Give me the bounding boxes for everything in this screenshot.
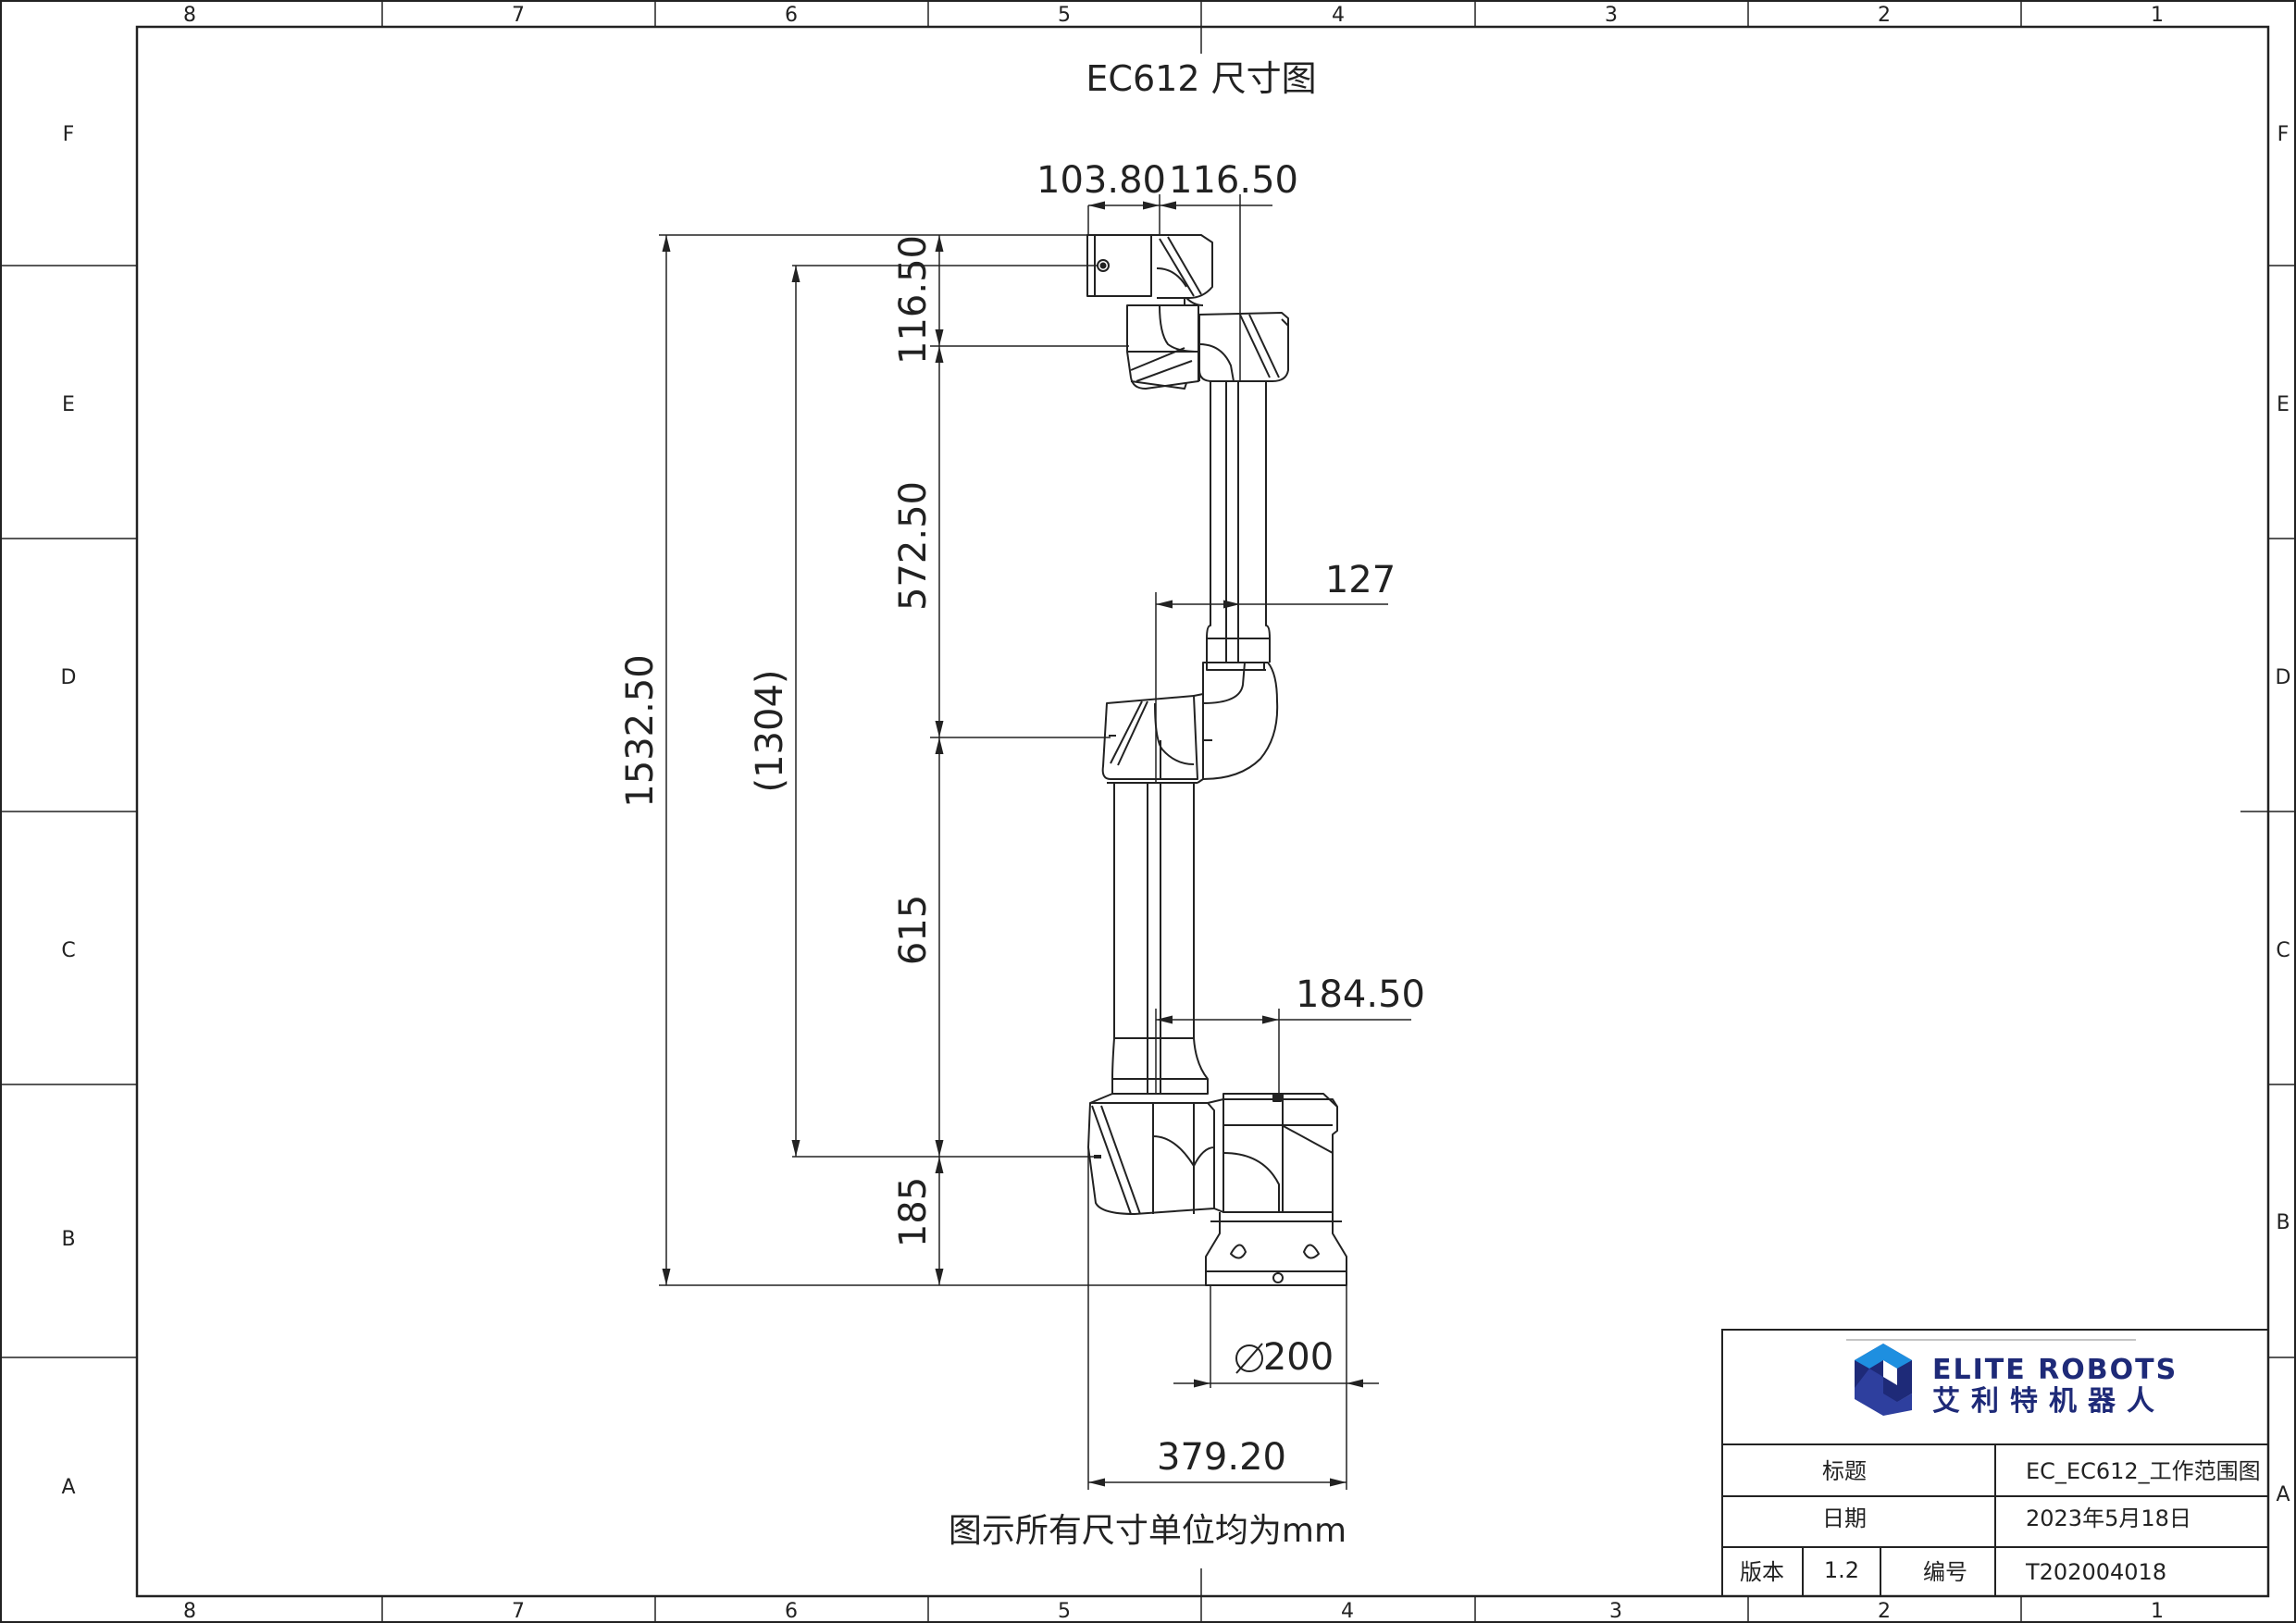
title-value: EC_EC612_工作范围图: [2026, 1458, 2261, 1484]
row-label-right: C: [2276, 939, 2290, 962]
col-label-bottom: 2: [1878, 1600, 1891, 1623]
row-label-right: A: [2276, 1483, 2290, 1506]
dimension-labels: 103.80 116.50 127 184.50 200 379.20 116.…: [619, 159, 1425, 1479]
col-label-bottom: 8: [183, 1600, 196, 1623]
dim-572-50: 572.50: [892, 481, 935, 611]
col-label-top: 4: [1332, 4, 1345, 27]
col-label-bottom: 7: [512, 1600, 525, 1623]
robot-wrist-3: [1086, 234, 1213, 306]
row-label-left: A: [61, 1476, 75, 1499]
date-value: 2023年5月18日: [2026, 1505, 2191, 1531]
dim-116-50-top: 116.50: [1169, 159, 1298, 202]
robot-wrist-2: [1198, 312, 1289, 382]
title-block: ELITE ROBOTS 艾利特机器人 标题 EC_EC612_工作范围图 日期…: [1721, 1329, 2269, 1597]
version-label: 版本: [1740, 1559, 1784, 1585]
row-label-right: E: [2277, 393, 2290, 416]
logo-text-cn: 艾利特机器人: [1932, 1385, 2166, 1418]
robot-elbow: [1101, 693, 1204, 784]
row-label-left: B: [61, 1228, 75, 1251]
col-label-top: 1: [2151, 4, 2164, 27]
row-label-right: F: [2277, 123, 2290, 146]
dim-103-80: 103.80: [1036, 159, 1166, 202]
dim-127: 127: [1325, 559, 1396, 601]
dim-185: 185: [892, 1177, 935, 1247]
col-label-bottom: 6: [785, 1600, 798, 1623]
dim-116-50-left: 116.50: [892, 235, 935, 365]
dim-200: 200: [1263, 1336, 1334, 1379]
robot-elbow-curve: [1202, 662, 1279, 780]
col-label-top: 6: [785, 4, 798, 27]
col-label-bottom: 4: [1341, 1600, 1354, 1623]
row-label-right: B: [2276, 1211, 2290, 1234]
robot-lower-arm: [1089, 782, 1209, 1104]
dim-615: 615: [892, 895, 935, 965]
dim-184-50: 184.50: [1296, 973, 1425, 1016]
dim-200-group: 200: [1235, 1336, 1334, 1379]
col-label-bottom: 3: [1609, 1600, 1622, 1623]
col-label-bottom: 5: [1058, 1600, 1071, 1623]
col-label-top: 7: [512, 4, 525, 27]
robot-arm: [1086, 234, 1347, 1286]
dimension-lines: [659, 194, 1411, 1490]
version-value: 1.2: [1824, 1557, 1859, 1583]
col-label-top: 2: [1878, 4, 1891, 27]
date-label: 日期: [1822, 1505, 1867, 1531]
row-label-left: F: [63, 123, 75, 146]
dim-1304: (1304): [749, 669, 791, 792]
col-label-top: 8: [183, 4, 196, 27]
dim-1532-50: 1532.50: [619, 654, 662, 807]
robot-shoulder: [1222, 1093, 1338, 1213]
dim-379-20: 379.20: [1157, 1436, 1286, 1479]
elite-robots-logo-icon: [1855, 1344, 1912, 1416]
col-label-top: 3: [1605, 4, 1618, 27]
grid-labels: 8 7 6 5 4 3 2 1 8 7 6 5 4 3 2 1 F E D C …: [61, 4, 2291, 1623]
robot-joint-2: [1087, 1098, 1224, 1215]
number-label: 编号: [1923, 1559, 1967, 1585]
logo-text-en: ELITE ROBOTS: [1932, 1354, 2178, 1386]
col-label-bottom: 1: [2151, 1600, 2164, 1623]
row-label-left: C: [61, 939, 75, 962]
robot-wrist-1: [1126, 304, 1199, 390]
number-value: T202004018: [2025, 1559, 2166, 1585]
title-label: 标题: [1822, 1458, 1867, 1484]
row-label-left: D: [61, 666, 77, 689]
robot-base: [1205, 1212, 1347, 1286]
row-label-left: E: [62, 393, 75, 416]
drawing-title: EC612 尺寸图: [1086, 58, 1316, 99]
col-label-top: 5: [1058, 4, 1071, 27]
row-label-right: D: [2276, 666, 2291, 689]
units-note: 图示所有尺寸单位均为mm: [949, 1512, 1347, 1550]
